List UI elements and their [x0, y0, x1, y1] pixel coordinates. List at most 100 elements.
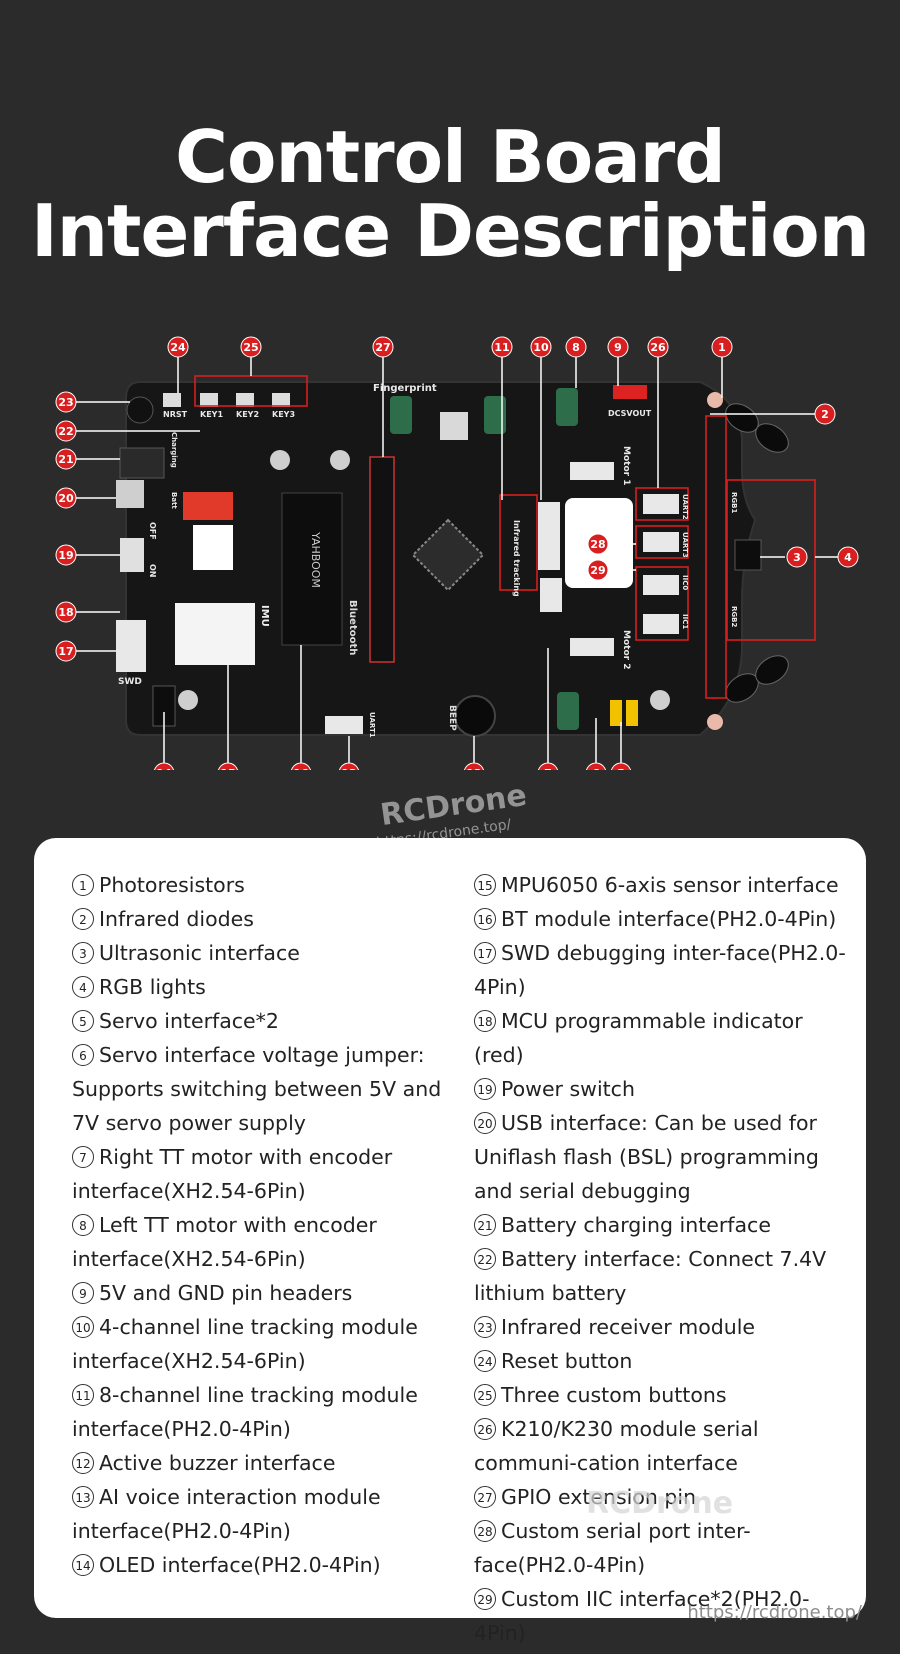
item-number-badge: 13: [72, 1486, 94, 1508]
item-number-badge: 24: [474, 1350, 496, 1372]
item-text: Left TT motor with encoder interface(XH2…: [72, 1213, 377, 1271]
connector-tracking8: [540, 578, 562, 612]
key1-button: [200, 393, 218, 407]
key2-label: KEY2: [236, 410, 259, 419]
callout-number: 19: [58, 549, 73, 562]
callout-number: 9: [614, 341, 622, 354]
item-text: Servo interface*2: [99, 1009, 279, 1033]
item-number-badge: 28: [474, 1520, 496, 1542]
callout-badge-10: 10: [530, 336, 552, 358]
item-number-badge: 22: [474, 1248, 496, 1270]
callout-badge-20: 20: [55, 487, 77, 509]
callout-number: 6: [592, 767, 600, 770]
capacitor: [556, 388, 578, 426]
callout-badge-14: 14: [153, 762, 175, 770]
item-number-badge: 16: [474, 908, 496, 930]
item-number-badge: 10: [72, 1316, 94, 1338]
off-label: OFF: [148, 522, 157, 540]
key2-button: [236, 393, 254, 407]
callout-number: 18: [58, 606, 73, 619]
callout-number: 29: [590, 564, 605, 577]
item-number-badge: 19: [474, 1078, 496, 1100]
pin-header-5v: [613, 385, 647, 399]
callout-number: 23: [58, 396, 73, 409]
callout-badge-22: 22: [55, 420, 77, 442]
key3-button: [272, 393, 290, 407]
item-number-badge: 17: [474, 942, 496, 964]
mount-hole: [330, 450, 350, 470]
on-label: ON: [148, 564, 157, 578]
bluetooth-module: [281, 492, 343, 646]
callout-badge-5: 5: [610, 762, 632, 770]
item-text: 5V and GND pin headers: [99, 1281, 353, 1305]
connector-uart2: [643, 494, 679, 514]
callout-badge-7: 7: [537, 762, 559, 770]
callout-number: 10: [533, 341, 549, 354]
callout-number: 24: [170, 341, 186, 354]
highlight-iic: [635, 566, 689, 641]
item-number-badge: 26: [474, 1418, 496, 1440]
callout-badge-26: 26: [647, 336, 669, 358]
item-text: MPU6050 6-axis sensor interface: [501, 873, 839, 897]
item-number-badge: 4: [72, 976, 94, 998]
callout-badge-13: 13: [338, 762, 360, 770]
mount-hole: [707, 392, 723, 408]
mount-hole: [707, 714, 723, 730]
capacitor: [484, 396, 506, 434]
connector-swd: [116, 620, 146, 672]
callout-number: 13: [341, 767, 356, 770]
callout-badge-16: 16: [290, 762, 312, 770]
callout-number: 14: [156, 767, 172, 770]
callout-badge-28: 28: [587, 533, 609, 555]
highlight-uart2: [635, 487, 689, 521]
callout-number: 3: [793, 551, 801, 564]
callout-badge-27: 27: [372, 336, 394, 358]
item-text: Active buzzer interface: [99, 1451, 336, 1475]
callout-number: 8: [572, 341, 580, 354]
item-text: 4-channel line tracking module interface…: [72, 1315, 418, 1373]
beep-label: BEEP: [447, 705, 457, 731]
motor2-label: Motor 2: [621, 630, 631, 669]
item-number-badge: 15: [474, 874, 496, 896]
board-cutout: [193, 525, 233, 570]
battery-connector: [119, 447, 165, 479]
capacitor: [557, 692, 579, 730]
mount-hole: [650, 690, 670, 710]
item-text: Battery interface: Connect 7.4V lithium …: [474, 1247, 827, 1305]
callout-number: 15: [220, 767, 235, 770]
callout-badge-18: 18: [55, 601, 77, 623]
power-switch: [120, 538, 144, 572]
uart3-label: UART3: [681, 532, 689, 558]
footer-url: https://rcdrone.top/: [687, 1602, 862, 1623]
callout-number: 21: [58, 453, 73, 466]
item-text: Infrared diodes: [99, 907, 254, 931]
callout-number: 5: [617, 767, 625, 770]
item-text: Battery charging interface: [501, 1213, 771, 1237]
callout-badge-19: 19: [55, 544, 77, 566]
callout-badge-6: 6: [585, 762, 607, 770]
page-title-line2: Interface Description: [31, 189, 870, 273]
item-text: 8-channel line tracking module interface…: [72, 1383, 418, 1441]
item-text: K210/K230 module serial communi-cation i…: [474, 1417, 759, 1475]
callout-badge-24: 24: [167, 336, 189, 358]
swd-label: SWD: [118, 677, 142, 687]
infrared-diode-top: [725, 403, 789, 453]
item-text: Custom IIC interface*2(PH2.0-4Pin): [474, 1587, 810, 1645]
highlight-rgb: [726, 479, 816, 641]
uart2-label: UART2: [681, 494, 689, 520]
item-text: USB interface: Can be used for Uniflash …: [474, 1111, 819, 1203]
